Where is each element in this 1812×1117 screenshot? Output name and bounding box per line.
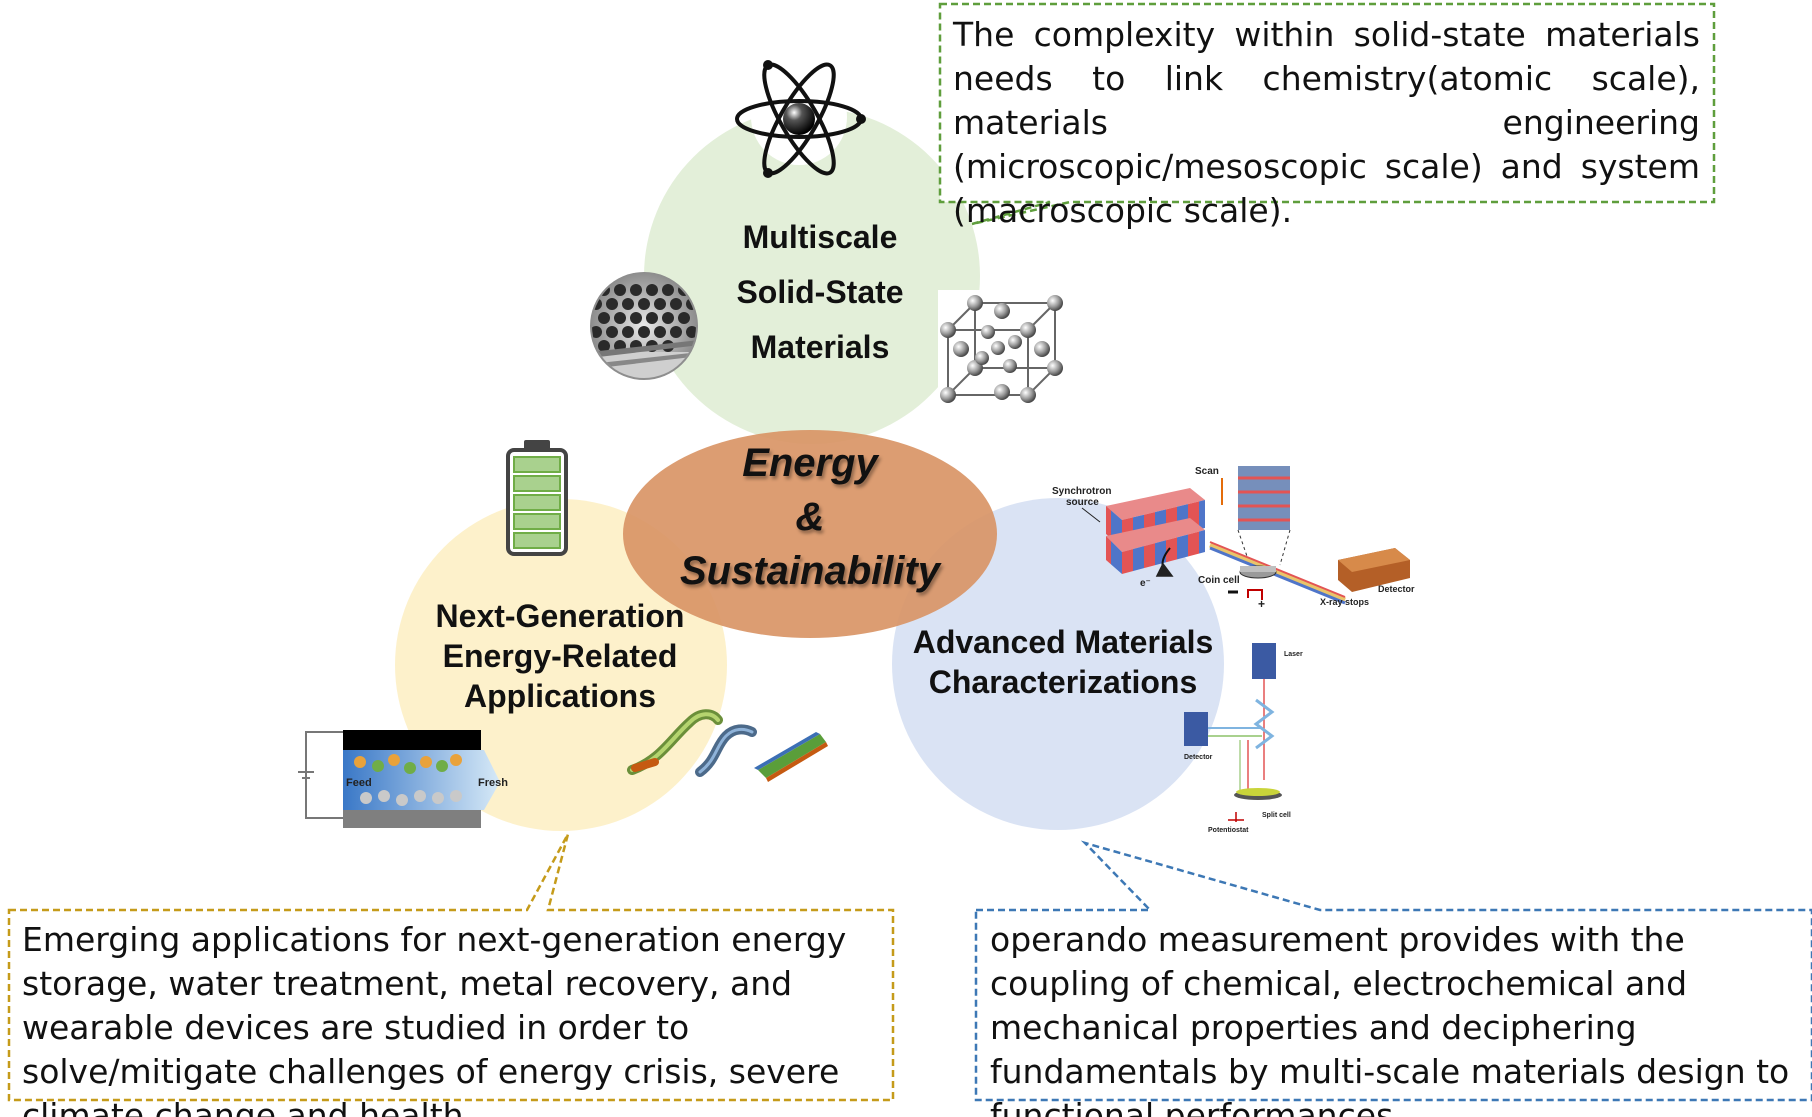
desalination-cell-icon: Feed Fresh [298, 730, 508, 828]
left-circle-line-1: Next-Generation [435, 598, 685, 634]
detector-top-label: Detector [1378, 584, 1415, 594]
battery-icon [506, 440, 568, 556]
fiber-cable-icon [627, 709, 828, 782]
right-circle-title: Advanced Materials Characterizations [883, 622, 1243, 702]
top-circle-line-3: Materials [750, 329, 890, 365]
synchrotron-setup-icon: Synchrotron source e⁻ Scan Coin cell [1052, 466, 1415, 611]
callout-left-box [7, 833, 895, 1102]
left-circle-line-3: Applications [463, 678, 656, 714]
top-circle [644, 108, 980, 444]
raman-setup-icon: Laser Detector Split cell Potentiostat [1184, 643, 1303, 834]
left-circle-line-2: Energy-Related [442, 638, 678, 674]
top-circle-line-2: Solid-State [736, 274, 904, 310]
right-circle-line-2: Characterizations [928, 664, 1198, 700]
xray-stops-label: X-ray stops [1320, 597, 1369, 607]
coin-cell-label: Coin cell [1198, 575, 1240, 586]
right-circle-line-1: Advanced Materials [912, 624, 1214, 660]
feed-label: Feed [346, 777, 372, 789]
laser-label: Laser [1284, 651, 1303, 658]
callout-right-text: operando measurement provides with the c… [990, 920, 1790, 1117]
center-title-line-3: Sustainability [679, 549, 941, 593]
fresh-label: Fresh [478, 777, 508, 789]
svg-text:+: + [1258, 597, 1265, 611]
scan-label: Scan [1195, 466, 1219, 477]
callout-left-text: Emerging applications for next-generatio… [22, 920, 847, 1117]
top-circle-title: Multiscale Solid-State Materials [660, 210, 980, 375]
crystal-lattice-icon [938, 290, 1064, 406]
electron-label: e⁻ [1140, 578, 1151, 589]
center-title-line-2: & [795, 495, 825, 539]
center-title-line-1: Energy [742, 441, 878, 485]
callout-top-box [938, 2, 1716, 226]
center-ellipse [623, 430, 997, 638]
synchrotron-label-2: source [1066, 497, 1099, 508]
synchrotron-label-1: Synchrotron [1052, 486, 1111, 497]
callout-right-box [974, 840, 1812, 1102]
honeycomb-icon [590, 272, 698, 380]
left-circle-title: Next-Generation Energy-Related Applicati… [395, 596, 725, 716]
top-circle-line-1: Multiscale [742, 219, 898, 255]
callout-top-text: The complexity within solid-state materi… [953, 15, 1700, 230]
detector-bottom-label: Detector [1184, 754, 1213, 761]
split-cell-label: Split cell [1262, 812, 1291, 819]
potentiostat-label: Potentiostat [1208, 827, 1249, 834]
atom-icon [735, 60, 866, 178]
